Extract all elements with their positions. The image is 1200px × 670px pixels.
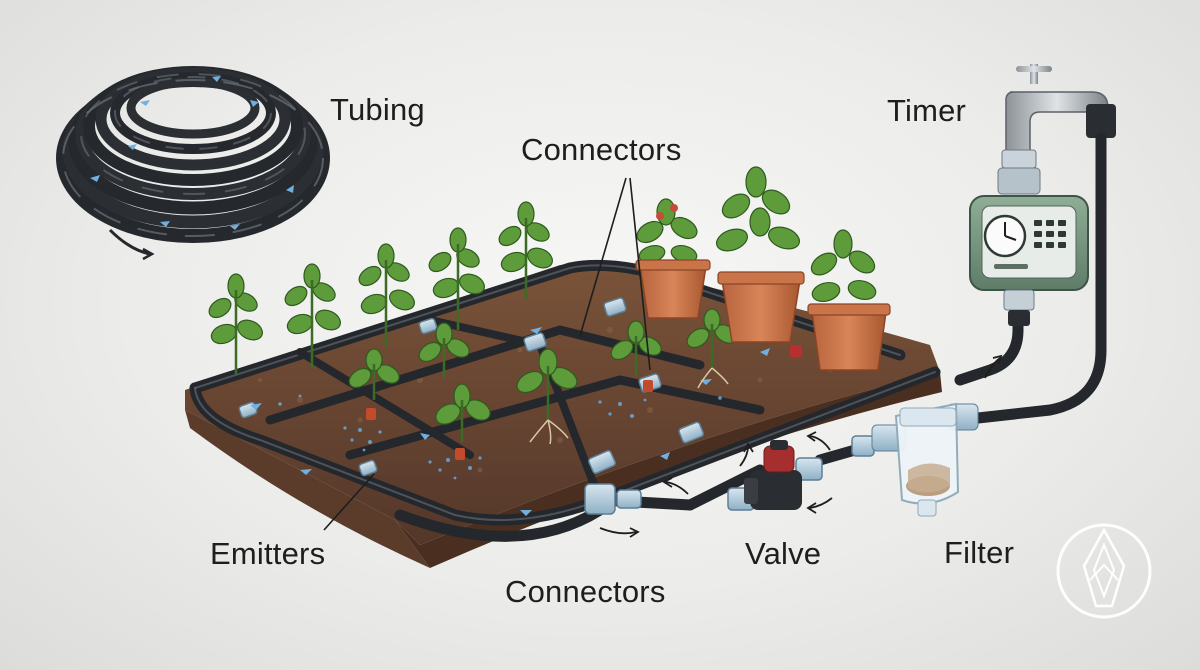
label-connectors-top: Connectors [521,132,682,167]
connectors [238,297,875,515]
label-filter: Filter [944,535,1015,570]
potted-plants [635,166,891,371]
emitters [278,345,802,480]
outer-flow-arrows [599,354,1003,538]
bed-plants [208,201,738,445]
watermark-logo [1056,523,1152,619]
faucet [997,64,1116,195]
label-valve: Valve [745,536,822,571]
label-connectors-bottom: Connectors [505,574,666,609]
filter-device [871,402,979,517]
tubing-coil [56,66,330,261]
label-timer: Timer [887,93,967,128]
label-emitters: Emitters [210,536,326,571]
valve-device [744,440,802,510]
label-tubing: Tubing [330,92,425,127]
leader-lines [323,177,651,531]
timer-device [969,195,1089,326]
